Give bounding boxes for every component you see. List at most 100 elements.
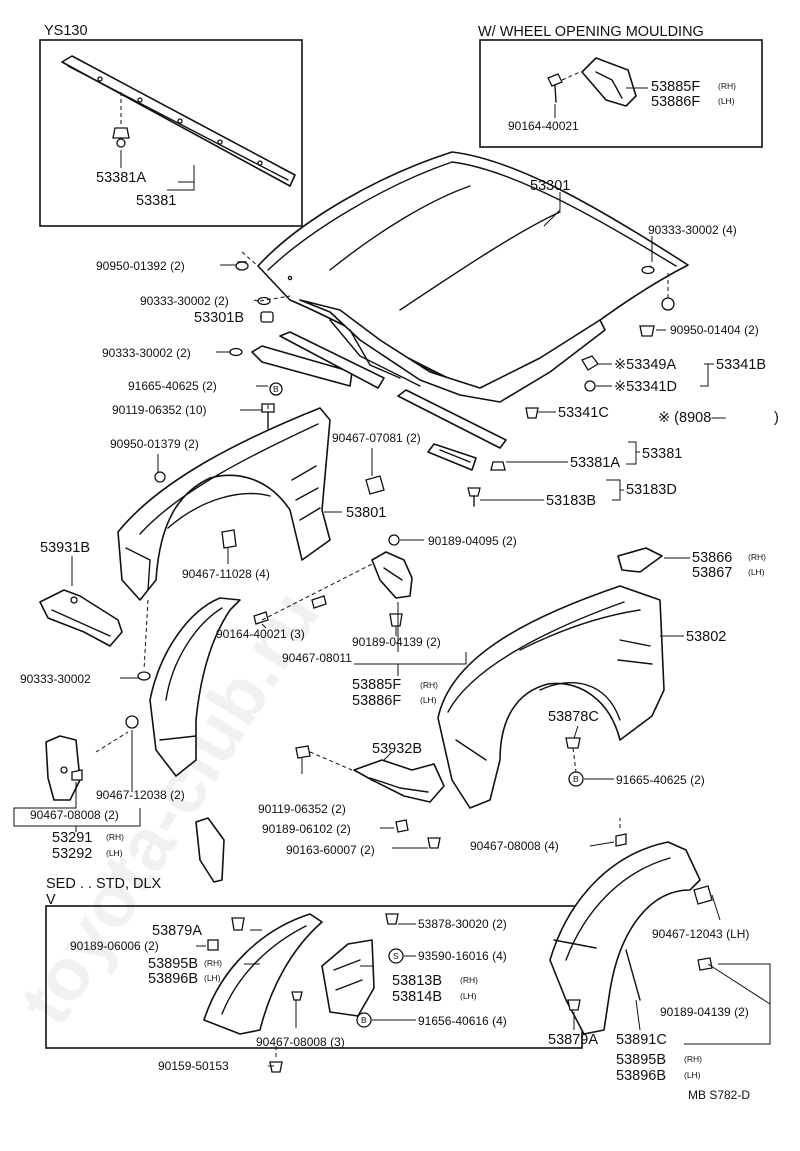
clip-90467-12038-icon [125, 715, 139, 729]
clip-53341d-icon [584, 380, 596, 392]
svg-text:B: B [573, 774, 579, 784]
label-90467-08008-3: 90467-08008 (3) [256, 1035, 345, 1049]
label-90467-07081: 90467-07081 (2) [332, 431, 421, 445]
rh-tag-53866: (RH) [748, 552, 766, 562]
hood-hinge-bracket [279, 331, 385, 389]
label-90467-08008-4: 90467-08008 (4) [470, 839, 559, 853]
label-90119-06352-10: 90119-06352 (10) [112, 403, 207, 417]
label-53292: 53292 [52, 846, 92, 862]
label-53381a-inset: 53381A [96, 170, 146, 186]
screw-90163-60007-icon [427, 837, 441, 849]
clip-90467-07081-icon [365, 475, 385, 495]
label-53895b-sed: 53895B [148, 956, 198, 972]
label-53183b: 53183B [546, 493, 596, 509]
rh-tag-53895b-rh: (RH) [684, 1054, 702, 1064]
sed-liner-illustration [203, 913, 323, 1035]
label-53886f: 53886F [352, 693, 401, 709]
washer-90333-c-icon [641, 265, 655, 275]
label-53885f: 53885F [352, 677, 401, 693]
inset-wheel-moulding: W/ WHEEL OPENING MOULDING 90164-40021 53… [478, 24, 763, 148]
label-53341b: 53341B [716, 357, 766, 373]
clip-53878-30020-icon [385, 913, 399, 925]
inset-wheel-frame [479, 39, 763, 148]
marker-b-1-icon: B [269, 382, 283, 396]
label-53866: 53866 [692, 550, 732, 566]
label-90164-40021-3: 90164-40021 (3) [216, 627, 305, 641]
cushion-53301b-icon [260, 311, 274, 323]
washer-90333-b-icon [229, 347, 243, 357]
lh-tag-53292: (LH) [106, 848, 123, 858]
washer-90333-d-icon [137, 671, 151, 681]
clip-53879a-sed-icon [231, 917, 245, 931]
lh-tag-53896b-rh: (LH) [684, 1070, 701, 1080]
clip-53381a-icon [490, 461, 506, 471]
lh-tag-53867: (LH) [748, 567, 765, 577]
fender-piece-53866 [617, 547, 663, 573]
clip-53879a-rh-icon [567, 999, 581, 1011]
label-90189-06102: 90189-06102 (2) [262, 822, 351, 836]
hood-lock-support [397, 389, 507, 449]
label-90189-04095: 90189-04095 (2) [428, 534, 517, 548]
label-90189-06006: 90189-06006 (2) [70, 939, 159, 953]
screw-90119-06352-icon [295, 745, 311, 759]
label-90467-11028: 90467-11028 (4) [182, 567, 270, 581]
grommet-90950-01392-icon [235, 261, 249, 271]
clip-53349a-icon [581, 355, 599, 371]
hood-panel [257, 151, 689, 401]
clip-90467-08008-rh-icon [615, 833, 627, 847]
label-53886f-inset: 53886F [651, 94, 700, 110]
label-90333-30002-2a: 90333-30002 (2) [140, 294, 229, 308]
label-53932b: 53932B [372, 741, 422, 757]
svg-text:B: B [361, 1015, 367, 1025]
label-90333-30002-4: 90333-30002 (4) [648, 223, 737, 237]
label-90333-30002: 90333-30002 [20, 672, 91, 686]
label-90950-01404: 90950-01404 (2) [670, 323, 759, 337]
apron-bracket-53931b [39, 589, 123, 647]
variant-note-close: ) [774, 410, 779, 426]
grommet-90950-01404-b-icon [639, 325, 655, 337]
clip-90467-12043-icon [693, 885, 713, 905]
sed-note: SED . . STD, DLX [46, 876, 162, 892]
fender-liner-rear-53891c [549, 841, 701, 1035]
label-90467-08011: 90467-08011 [282, 651, 352, 665]
label-53801: 53801 [346, 505, 386, 521]
screw-53183b-icon [467, 487, 481, 507]
screw-90467-08011-icon [311, 595, 327, 609]
label-53381: 53381 [642, 446, 682, 462]
clip-90467-11028-icon [221, 529, 237, 549]
clip-90189-06006-icon [207, 939, 219, 951]
washer-90333-a-icon [257, 296, 271, 306]
label-53879a-rh: 53879A [548, 1032, 598, 1048]
label-90467-12043: 90467-12043 (LH) [652, 927, 749, 941]
label-53814b: 53814B [392, 989, 442, 1005]
bolt-90164-icon [547, 73, 563, 103]
lh-tag-inset: (LH) [718, 96, 735, 106]
label-91665-40625-2a: 91665-40625 (2) [128, 379, 217, 393]
label-53813b: 53813B [392, 973, 442, 989]
moulding-bracket-53885f [371, 551, 413, 599]
bracket-53291 [45, 735, 81, 801]
inset-wheel-title: W/ WHEEL OPENING MOULDING [478, 24, 704, 40]
label-90950-01392: 90950-01392 (2) [96, 259, 185, 273]
hood-stop-53381a [427, 443, 477, 471]
clip-90189-04095-icon [388, 534, 400, 546]
label-91656-40616: 91656-40616 (4) [418, 1014, 507, 1028]
label-53341c: 53341C [558, 405, 609, 421]
label-53301b: 53301B [194, 310, 244, 326]
marker-s-icon: S [388, 948, 404, 964]
rh-tag-53813b: (RH) [460, 975, 478, 985]
label-53381a: 53381A [570, 455, 620, 471]
clip-90467-08008-icon [71, 769, 83, 781]
label-53879a-sed: 53879A [152, 923, 202, 939]
hood-hinge-left [251, 345, 353, 387]
clip-53381a-icon [112, 127, 130, 148]
moulding-strip-illustration [61, 55, 296, 187]
inset-ys130-frame [39, 39, 303, 227]
label-53878-30020: 53878-30020 (2) [418, 917, 507, 931]
label-53896b-rh: 53896B [616, 1068, 666, 1084]
bracket-53292 [195, 817, 225, 883]
label-90189-04139-a: 90189-04139 (2) [352, 635, 441, 649]
svg-text:S: S [393, 951, 399, 961]
